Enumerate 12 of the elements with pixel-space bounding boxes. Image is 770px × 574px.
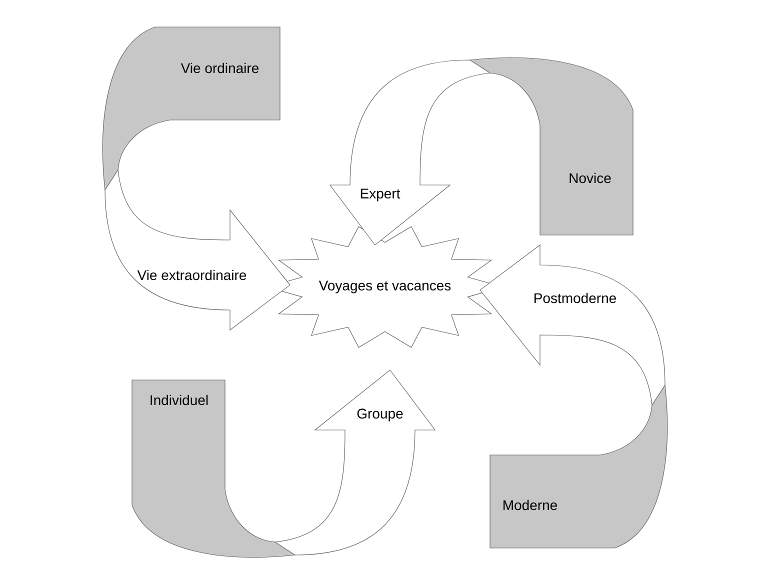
curved-arrow [330,60,490,246]
edge-label: Groupe [357,408,403,422]
curved-arrow [104,170,290,330]
ribbon-band: Vie ordinaire [102,26,280,190]
ribbon-band: Novice [470,58,634,236]
edge-label: Postmoderne [534,292,616,304]
edge-label: Expert [360,188,400,202]
curved-arrow [480,244,666,406]
ribbon-band: Moderne [490,384,668,548]
edge-label: Vie extraordinaire [137,270,246,280]
curved-arrow [274,370,436,556]
ribbon-band: Individuel [132,380,296,558]
